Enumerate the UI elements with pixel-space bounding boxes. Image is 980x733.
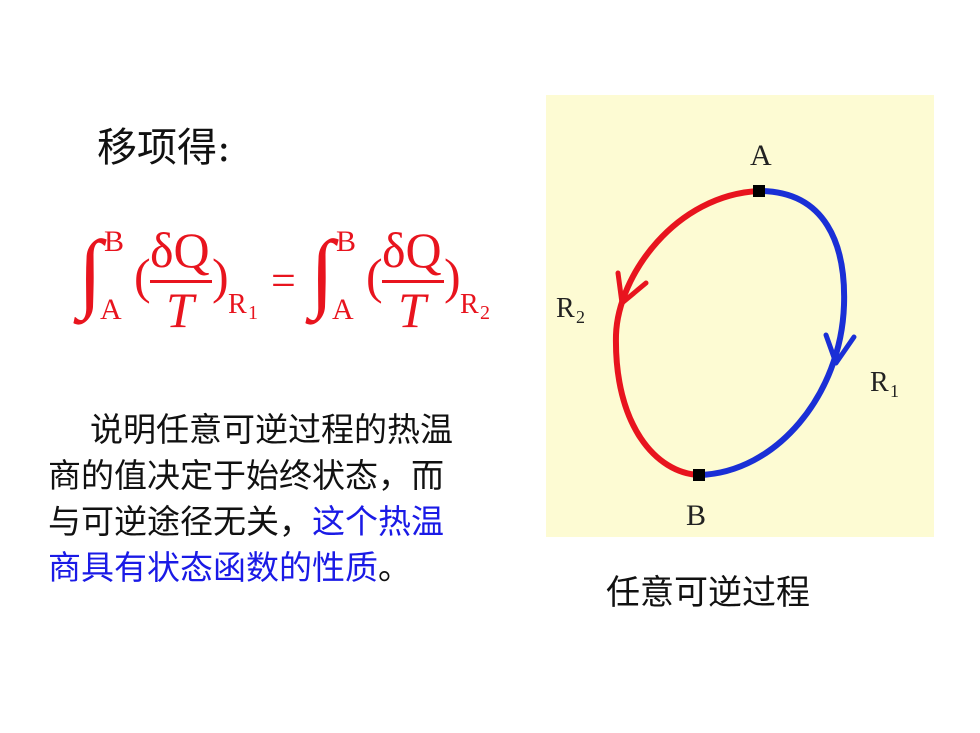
paragraph-line-4-end: 。 xyxy=(378,548,411,587)
subscript-index-left: 1 xyxy=(248,302,258,324)
subscript-left: R xyxy=(228,289,247,320)
upper-limit-right: B xyxy=(336,225,357,258)
diagram-caption: 任意可逆过程 xyxy=(606,573,810,613)
label-r2-index: 2 xyxy=(576,307,585,327)
paragraph-line-3: 与可逆途径无关，这个热温 xyxy=(48,499,528,545)
cycle-svg: A B R 2 R 1 xyxy=(556,139,899,532)
explanation-paragraph: 说明任意可逆过程的热温 商的值决定于始终状态，而 与可逆途径无关，这个热温 商具… xyxy=(48,407,528,591)
fraction-bar-left xyxy=(150,280,212,283)
cycle-diagram: A B R 2 R 1 xyxy=(546,95,934,537)
integral-sign-left: ∫ xyxy=(78,224,103,321)
open-paren-right: ( xyxy=(366,248,383,304)
arrow-r1-icon xyxy=(823,332,857,366)
label-r1: R xyxy=(870,367,889,398)
upper-limit-left: B xyxy=(104,225,125,258)
label-r2: R xyxy=(556,293,575,324)
close-paren-right: ) xyxy=(444,248,461,304)
lower-limit-right: A xyxy=(332,293,354,326)
paragraph-line-4-blue: 商具有状态函数的性质 xyxy=(48,548,378,587)
integral-sign-right: ∫ xyxy=(310,224,335,321)
open-paren-left: ( xyxy=(134,248,151,304)
label-a: A xyxy=(750,139,772,172)
entropy-formula: ∫ B A ( δQ T ) R 1 = ∫ B A ( δQ T ) R 2 xyxy=(78,225,538,335)
subscript-index-right: 2 xyxy=(480,302,490,324)
close-paren-left: ) xyxy=(212,248,229,304)
path-r1 xyxy=(696,188,848,478)
label-r1-index: 1 xyxy=(890,381,899,401)
denominator-left: T xyxy=(166,282,194,338)
fraction-bar-right xyxy=(382,280,444,283)
subscript-right: R xyxy=(460,289,479,320)
point-a-marker xyxy=(753,185,765,197)
equals-sign: = xyxy=(271,256,296,305)
numerator-right: δQ xyxy=(382,222,442,278)
numerator-left: δQ xyxy=(150,222,210,278)
paragraph-line-3-black: 与可逆途径无关， xyxy=(48,502,312,541)
lower-limit-left: A xyxy=(100,293,122,326)
label-b: B xyxy=(686,499,706,532)
heading: 移项得: xyxy=(97,125,231,171)
path-r2 xyxy=(612,188,762,478)
paragraph-line-3-blue: 这个热温 xyxy=(312,502,444,541)
paragraph-line-2: 商的值决定于始终状态，而 xyxy=(48,456,444,495)
paragraph-line-4: 商具有状态函数的性质。 xyxy=(48,545,528,591)
denominator-right: T xyxy=(398,282,426,338)
arrow-r2-icon xyxy=(615,270,649,306)
point-b-marker xyxy=(693,469,705,481)
paragraph-line-1: 说明任意可逆过程的热温 xyxy=(90,410,453,449)
